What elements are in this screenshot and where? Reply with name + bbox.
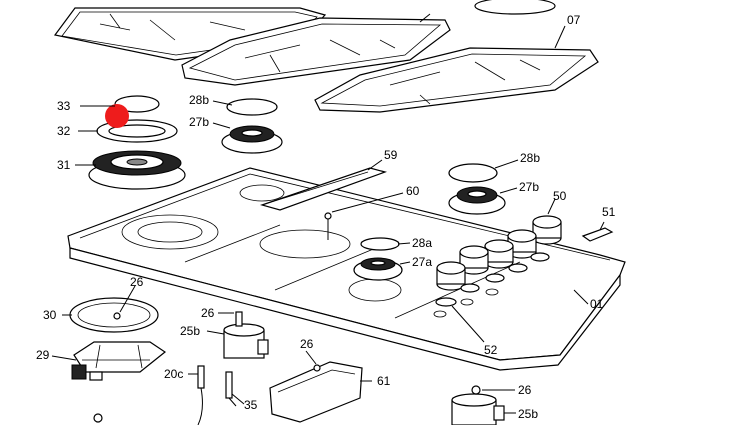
clip-35 [225,371,237,407]
hob-top-01 [67,167,626,371]
label-28a: 28a [412,236,432,250]
gas-valve-25b-bottom [451,385,505,425]
mounting-plate-30 [69,297,159,333]
part-labels: 33 32 31 28b 27b 07 59 28b 27b 60 50 51 … [36,13,616,421]
label-26-b: 26 [201,306,215,320]
ignition-button-51 [581,227,614,242]
label-28b-top: 28b [189,93,209,107]
burner-cap-28a [360,237,400,251]
label-60: 60 [406,184,420,198]
leader-lines [51,13,605,414]
burner-27a [353,257,403,281]
gas-valve-25b-middle [223,311,269,359]
burner-body-29 [71,341,167,381]
thermocouple-20c [197,365,205,425]
label-51: 51 [602,205,616,219]
burner-cap-28b-top [226,98,278,116]
burner-cap-28b-right [448,163,498,183]
label-25b-a: 25b [180,324,200,338]
burner-cap-33 [114,95,160,113]
burner-31 [88,150,186,190]
pan-support-centre [181,17,451,86]
label-20c: 20c [164,367,183,381]
label-33: 33 [57,99,71,113]
ignition-channel-61 [269,361,363,423]
label-27b-right: 27b [519,180,539,194]
label-61: 61 [377,374,391,388]
flame-spreader-32 [96,119,178,143]
small-washer [93,413,103,423]
burner-27b-top [221,125,283,154]
label-26-d: 26 [518,383,532,397]
highlight-marker [105,104,129,128]
label-27a: 27a [412,255,432,269]
label-01: 01 [590,297,604,311]
label-27b-top: 27b [189,115,209,129]
label-07: 07 [567,13,581,27]
label-26-a: 26 [130,275,144,289]
burner-27b-right [448,186,506,215]
cover-strip-59 [259,167,388,211]
label-29: 29 [36,348,50,362]
label-26-c: 26 [300,337,314,351]
label-52: 52 [484,343,498,357]
label-25b-b: 25b [518,407,538,421]
label-32: 32 [57,124,71,138]
label-59: 59 [384,148,398,162]
control-knobs-50 [436,215,562,291]
label-31: 31 [57,158,71,172]
knob-bezels-52 [433,252,550,318]
label-30: 30 [43,308,57,322]
burner-ring-top [474,0,556,15]
label-50: 50 [553,189,567,203]
label-28b-right: 28b [520,151,540,165]
label-35: 35 [244,398,258,412]
pan-support-right [314,47,599,113]
